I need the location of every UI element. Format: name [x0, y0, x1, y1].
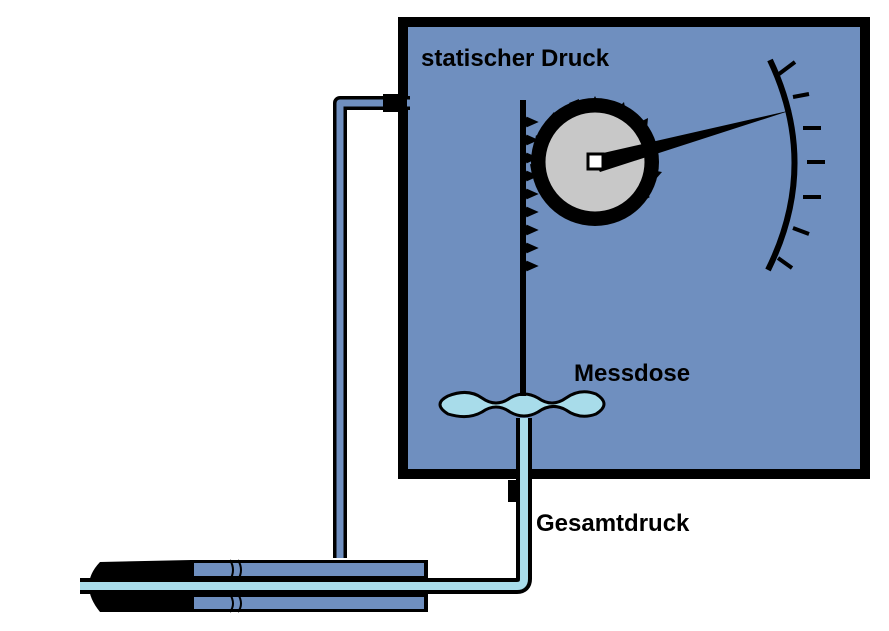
total-pressure-label: Gesamtdruck: [536, 510, 690, 537]
scale-arc: [765, 58, 825, 272]
static-pressure-tube: [333, 94, 410, 558]
pressure-capsule: [438, 390, 606, 419]
pressure-capsule-label: Messdose: [574, 360, 691, 387]
total-pressure-line: [80, 418, 532, 594]
static-pressure-label: statischer Druck: [421, 45, 610, 72]
indicator-needle: [586, 110, 792, 172]
